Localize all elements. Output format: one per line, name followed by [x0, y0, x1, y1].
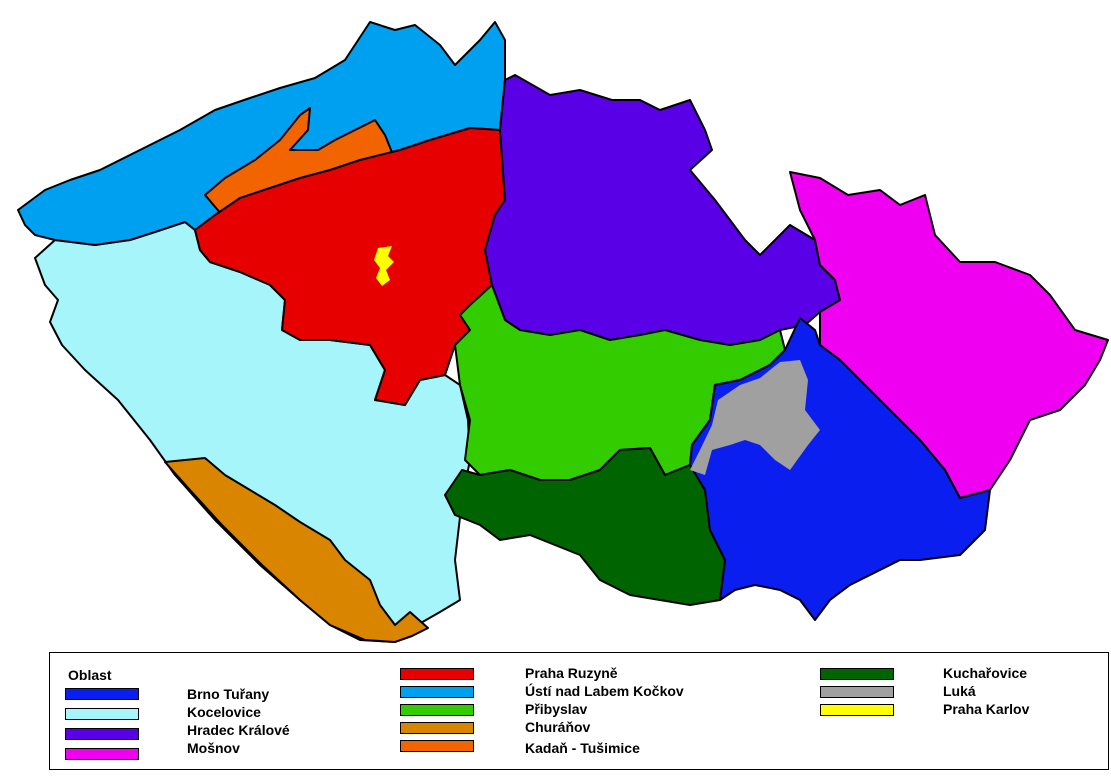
legend-title: Oblast [68, 667, 112, 683]
legend-label-luka: Luká [943, 683, 976, 699]
swatch-churanov [400, 722, 474, 734]
legend-label-kocelovice: Kocelovice [187, 704, 261, 720]
swatch-kucharovice [820, 668, 894, 680]
region-hradec [484, 74, 841, 346]
region-praha-karlov [374, 246, 394, 286]
swatch-luka [820, 686, 894, 698]
swatch-kocelovice [65, 708, 139, 720]
swatch-mosnov [65, 748, 139, 760]
swatch-pribyslav [400, 704, 474, 716]
legend-label-mosnov: Mošnov [187, 740, 240, 756]
legend-label-kucharovice: Kuchařovice [943, 665, 1028, 681]
legend-label-churanov: Churáňov [525, 719, 591, 735]
legend-label-hradec: Hradec Králové [187, 722, 290, 738]
legend-label-usti: Ústí nad Labem Kočkov [525, 683, 684, 699]
swatch-praha-karlov [820, 704, 894, 716]
swatch-kadan [400, 740, 474, 752]
region-churanov [164, 457, 429, 643]
swatch-brno [65, 688, 139, 700]
legend-label-praha-ruzyne: Praha Ruzyně [525, 665, 618, 681]
legend-label-brno: Brno Tuřany [187, 686, 270, 702]
legend-label-praha-karlov: Praha Karlov [943, 701, 1030, 717]
swatch-hradec [65, 728, 139, 740]
swatch-praha-ruzyne [400, 668, 474, 680]
legend: Oblast Brno Tuřany Kocelovice Hradec Krá… [49, 652, 1109, 770]
swatch-usti [400, 686, 474, 698]
region-luka [690, 360, 820, 475]
region-mosnov [789, 171, 1109, 499]
region-map [17, 21, 1109, 643]
legend-label-pribyslav: Přibyslav [525, 701, 588, 717]
legend-label-kadan: Kadaň - Tušimice [525, 740, 640, 756]
